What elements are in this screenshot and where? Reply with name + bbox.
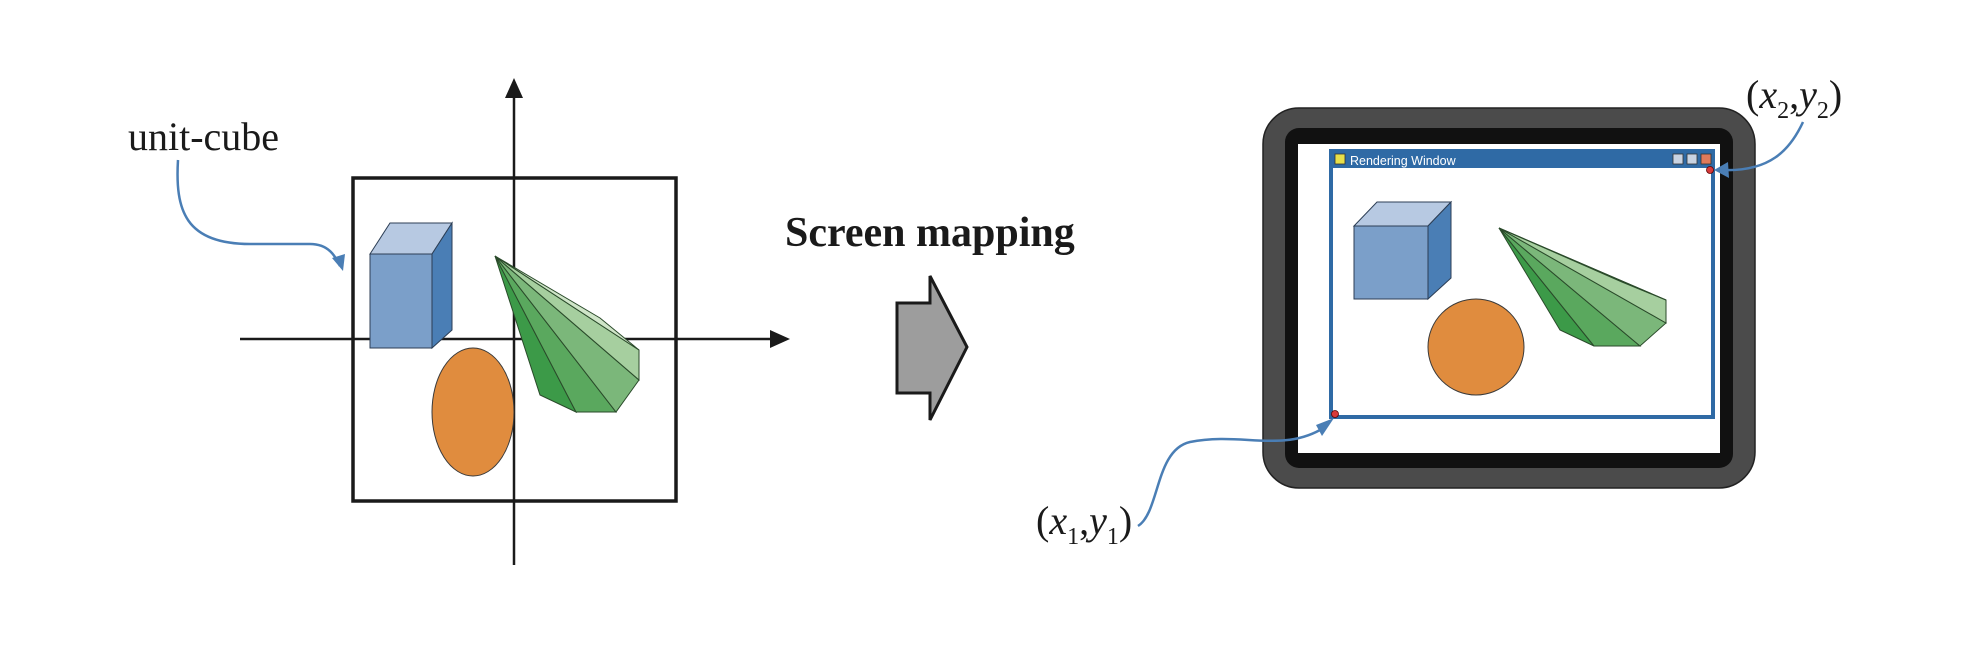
unit-cube-pointer [176, 159, 342, 267]
corner-point-1 [1331, 410, 1339, 418]
corner-point-2 [1706, 166, 1714, 174]
cube-front-face [369, 253, 433, 349]
x-axis-arrowhead [770, 330, 790, 348]
cube-object [369, 221, 453, 350]
unit-cube-box [351, 176, 678, 503]
window-sphere-object [1427, 298, 1525, 396]
corner1-label: (x1,y1) [1036, 498, 1132, 550]
corner1-pointer-head [1316, 418, 1334, 436]
corner2-pointer [1721, 121, 1805, 172]
corner2-label: (x2,y2) [1746, 72, 1842, 124]
corner1-pointer [1137, 428, 1321, 528]
window-minimize-button[interactable] [1672, 153, 1684, 165]
window-close-button[interactable] [1700, 153, 1712, 165]
window-cone-object [1498, 227, 1667, 347]
cone-object [494, 255, 640, 414]
mapping-arrow [895, 275, 969, 421]
rendering-window[interactable]: Rendering Window [1329, 149, 1715, 419]
unit-cube-label: unit-cube [128, 114, 279, 159]
window-cube-object [1352, 200, 1453, 301]
window-maximize-button[interactable] [1686, 153, 1698, 165]
rendering-window-titlebar[interactable] [1331, 151, 1713, 168]
window-app-icon [1334, 153, 1346, 165]
unit-cube-scene: unit-cube [128, 78, 790, 565]
unit-cube-pointer-head [332, 254, 345, 271]
sphere-object [431, 347, 515, 477]
y-axis-arrowhead [505, 78, 523, 98]
screen-mapping-title: Screen mapping [785, 210, 1075, 256]
corner2-pointer-head [1714, 162, 1729, 178]
rendering-window-title: Rendering Window [1350, 154, 1457, 168]
